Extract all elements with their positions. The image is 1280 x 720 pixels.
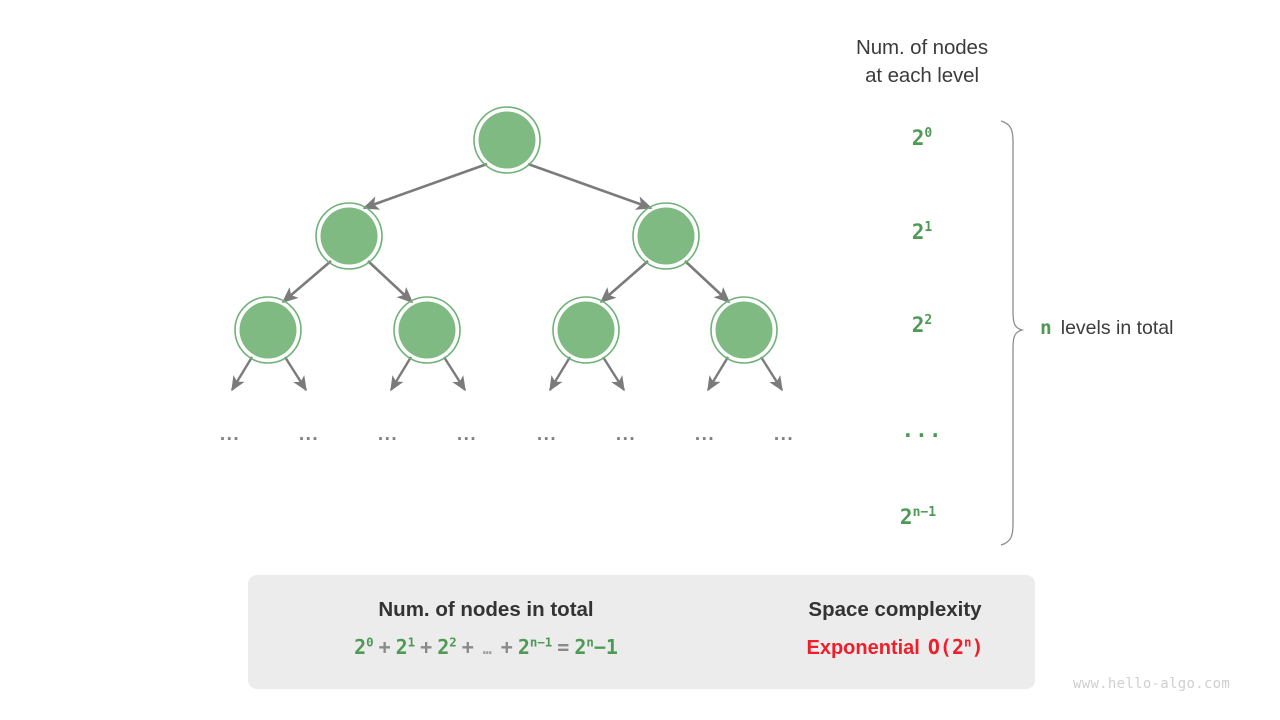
tree-edges-level3 [230,356,784,392]
formula-term-0: 20 [354,634,374,659]
level-count-title: Num. of nodes at each level [855,36,989,87]
formula-term-1: 21 [395,634,416,659]
level-label-n-1: 2n−1 [858,505,978,529]
formula-plus: + [500,635,513,659]
level-label-0-text: 20 [911,126,933,150]
formula-plus: + [461,635,474,659]
formula-plus: + [378,635,391,659]
tree-node [315,202,383,270]
tree-ellipsis: ... [536,424,558,445]
tree-edges-level2 [281,260,731,304]
watermark: www.hello-algo.com [1073,676,1231,692]
level-label-2: 22 [862,313,982,337]
tree-node [393,296,461,364]
level-label-2-text: 22 [911,313,933,337]
level-label-1-text: 21 [911,220,933,244]
tree-node [552,296,620,364]
levels-total-variable: n [1040,316,1052,339]
formula-term-2: 22 [437,634,457,659]
levels-brace [1000,120,1025,546]
levels-total-label: n levels in total [1040,316,1173,340]
complexity-name: Exponential [806,637,920,659]
levels-total-text: levels in total [1060,317,1174,339]
space-complexity-value: Exponential O(2n) [760,634,1030,659]
formula-term-n: 2n−1 [517,634,553,659]
tree-node [632,202,700,270]
formula-ellipsis: … [482,640,492,658]
complexity-notation: O(2n) [927,634,984,659]
tree-ellipsis: ... [298,424,320,445]
level-label-ellipsis: ... [901,418,943,442]
level-label-1: 21 [862,220,982,244]
tree-node [234,296,302,364]
tree-ellipsis: ... [377,424,399,445]
summary-panel [248,575,1035,689]
space-complexity-heading: Space complexity [808,598,982,621]
tree-ellipsis: ... [615,424,637,445]
tree-ellipsis: ... [456,424,478,445]
tree-nodes [234,106,778,364]
total-nodes-formula: 20+21+22+…+2n−1=2n−1 [276,634,696,659]
level-label-0: 20 [862,126,982,150]
tree-ellipsis: ... [773,424,795,445]
formula-equals: = [557,635,570,659]
tree-node [710,296,778,364]
tree-edges-level1 [362,162,653,210]
tree-ellipsis: ... [219,424,241,445]
formula-plus: + [420,635,433,659]
tree-ellipsis: ... [694,424,716,445]
total-nodes-heading: Num. of nodes in total [378,598,594,621]
level-label-n-1-text: 2n−1 [899,505,937,529]
tree-node-root [473,106,541,174]
formula-result: 2n−1 [574,634,618,659]
